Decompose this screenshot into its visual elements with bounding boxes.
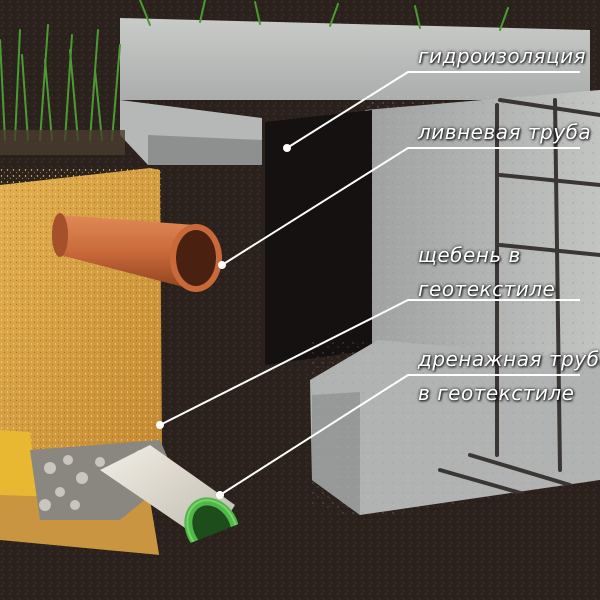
soil-foreground xyxy=(0,480,600,600)
foundation-wall-top xyxy=(120,18,590,110)
label-waterproofing: гидроизоляция xyxy=(418,44,586,68)
leader-drain xyxy=(219,374,580,496)
label-waterproofing-text: гидроизоляция xyxy=(418,44,587,68)
label-gravel-line1: щебень в xyxy=(418,243,521,267)
leader-gravel xyxy=(159,299,580,426)
label-storm-pipe-text: ливневая труба xyxy=(418,120,592,144)
storm-pipe xyxy=(52,213,222,292)
waterproofing-layer xyxy=(265,110,372,365)
label-drain-line1: дренажная труба xyxy=(418,347,600,371)
label-storm-pipe: ливневая труба xyxy=(418,120,591,144)
label-gravel-line2: геотекстиле xyxy=(418,277,556,301)
label-drain-line2: в геотекстиле xyxy=(418,381,575,405)
leader-lines xyxy=(159,71,580,496)
leader-dots xyxy=(156,144,291,499)
leader-storm-pipe xyxy=(221,147,580,266)
grass xyxy=(0,0,509,141)
label-drain-pipe: дренажная труба в геотекстиле xyxy=(418,342,600,410)
leader-waterproofing xyxy=(286,71,580,149)
label-gravel: щебень в геотекстиле xyxy=(418,238,555,306)
